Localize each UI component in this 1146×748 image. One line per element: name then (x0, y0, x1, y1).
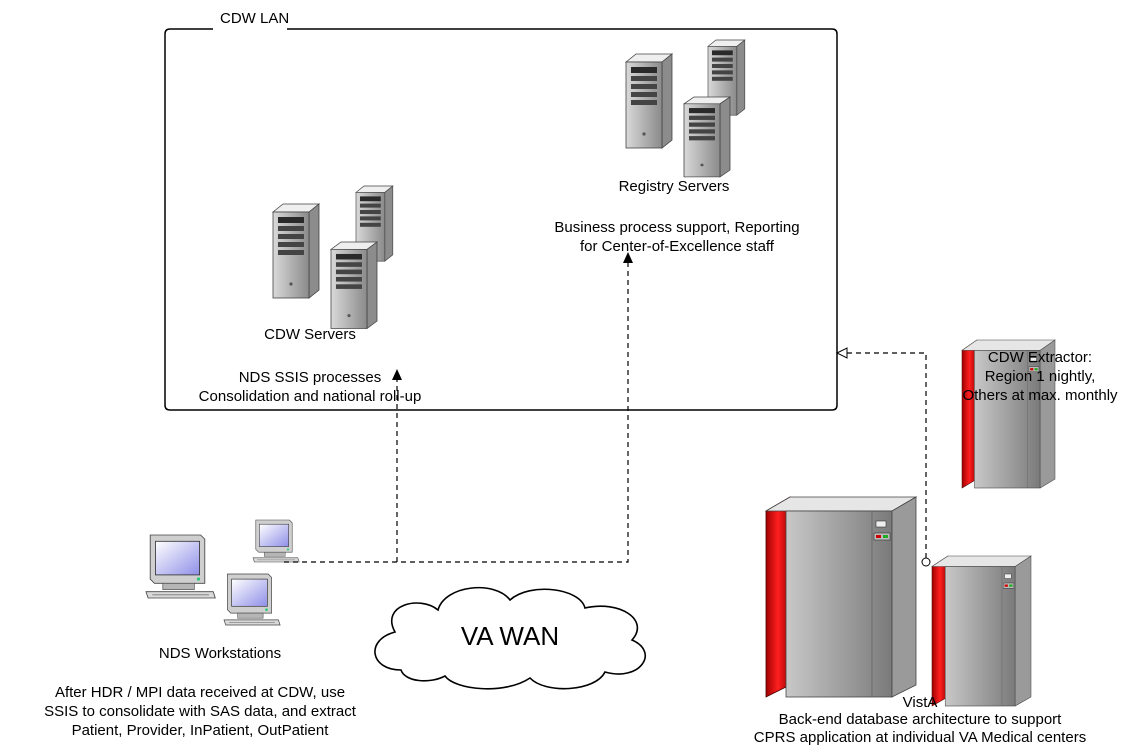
workstation-small-icon (252, 519, 300, 563)
cdw-servers-label: CDW Servers (264, 326, 356, 343)
lan-title: CDW LAN (220, 10, 290, 27)
registry-server-tower-front (683, 96, 731, 178)
registry-servers-label: Registry Servers (618, 178, 730, 195)
workstations-desc-line3: Patient, Provider, InPatient, OutPatient (71, 722, 329, 739)
registry-desc-line2: for Center-of-Excellence staff (580, 238, 774, 255)
registry-desc-line1: Business process support, Reporting (554, 219, 800, 236)
cdw-server-tower-front (330, 241, 378, 329)
arrowhead-cdw (392, 369, 402, 380)
cdw-server-tower-left (272, 203, 320, 299)
cdw-desc-line2: Consolidation and national roll-up (198, 388, 422, 405)
vista-desc-line1: Back-end database architecture to suppor… (778, 711, 1062, 728)
arrowhead-extractor (835, 347, 848, 359)
workstations-desc-line2: SSIS to consolidate with SAS data, and e… (44, 703, 356, 720)
wan-cloud (374, 586, 646, 690)
vista-mainframe-front (931, 555, 1032, 707)
vista-mainframe-main (765, 496, 917, 698)
cdw-desc-line1: NDS SSIS processes (238, 369, 382, 386)
vista-desc-line2: CPRS application at individual VA Medica… (753, 729, 1087, 746)
extractor-line1: CDW Extractor: (987, 349, 1093, 366)
workstation-large-icon (145, 534, 216, 599)
workstation-medium-icon (223, 573, 281, 626)
extractor-line3: Others at max. monthly (962, 387, 1118, 404)
registry-server-tower-left (625, 53, 673, 149)
cdw-lan-boundary (164, 28, 838, 411)
extractor-connector-origin (921, 557, 931, 567)
arrowhead-registry (623, 252, 633, 263)
dashed-connectors (284, 262, 927, 563)
ws-to-lan-connector (284, 262, 629, 563)
extractor-line2: Region 1 nightly, (984, 368, 1096, 385)
wan-label: VA WAN (460, 621, 560, 651)
workstations-desc-line1: After HDR / MPI data received at CDW, us… (54, 684, 346, 701)
vista-label: VistA (902, 694, 938, 711)
workstations-label: NDS Workstations (158, 645, 282, 662)
